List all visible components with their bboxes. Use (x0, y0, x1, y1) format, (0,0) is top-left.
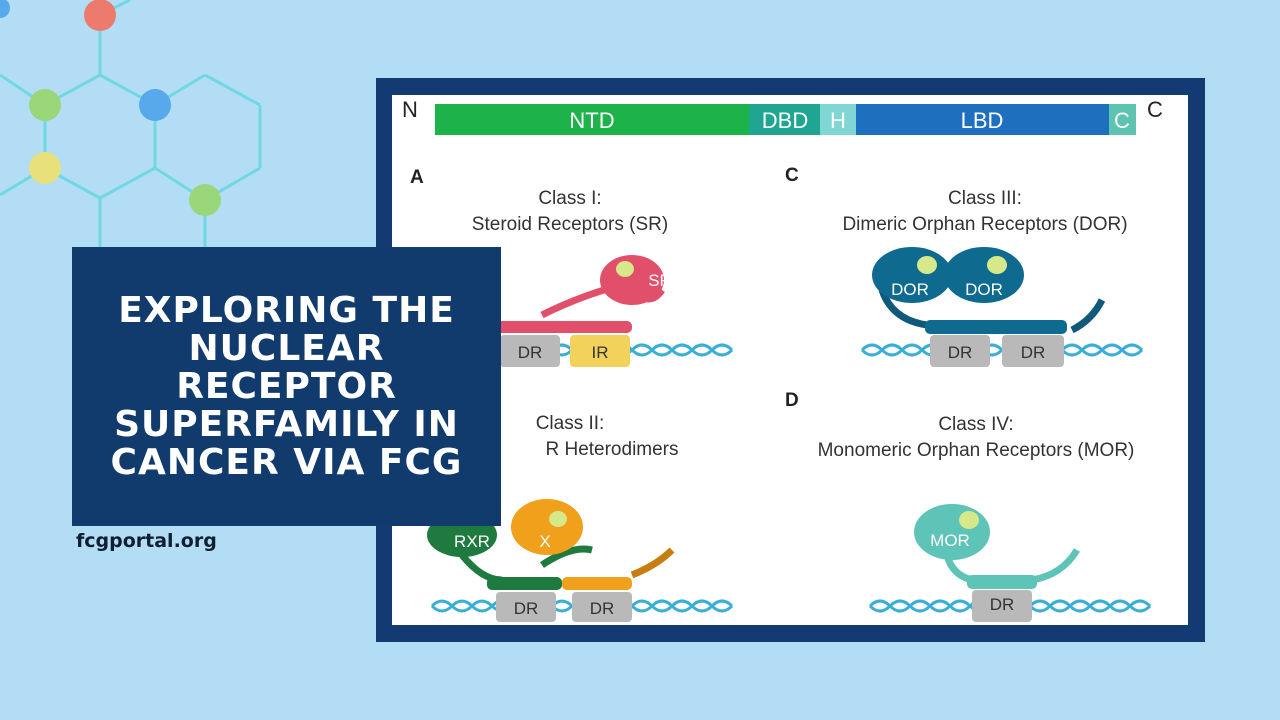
sr-label: SR (648, 271, 672, 290)
molecule-decoration (0, 0, 262, 255)
c-terminus-label: C (1147, 97, 1163, 122)
figure-canvas: N NTD DBD H LBD C C A Class I: Steroid R… (402, 97, 1163, 622)
dor-dbd (925, 320, 1067, 334)
ligand (959, 511, 979, 529)
class-1-label: Class I: (538, 188, 601, 209)
sr-dbd (492, 321, 632, 333)
ir-box (570, 335, 630, 367)
x-hinge (630, 547, 675, 579)
class-4-name: Monomeric Orphan Receptors (MOR) (818, 440, 1135, 461)
atom-red (84, 0, 116, 31)
dr-label: DR (590, 599, 615, 618)
dbd-segment (749, 104, 821, 135)
atom-yellow (29, 152, 61, 184)
dr-label: DR (990, 595, 1015, 614)
mor-dbd (967, 575, 1037, 589)
dr-label: DR (514, 599, 539, 618)
mor-hinge (1031, 548, 1081, 584)
dbd-label: DBD (762, 108, 808, 133)
panel-letter-a: A (410, 167, 424, 188)
sr-receptor (600, 255, 664, 305)
panel-class-3: C Class III: Dimeric Orphan Receptors (D… (785, 165, 1144, 367)
site-url: fcgportal.org (76, 530, 217, 552)
panel-class-4: D Class IV: Monomeric Orphan Receptors (… (785, 390, 1152, 622)
hinge-segment (820, 104, 856, 135)
mor-label: MOR (930, 531, 970, 550)
dr-box (972, 590, 1032, 622)
rxr-hinge (540, 545, 593, 568)
lbd-label: LBD (961, 108, 1004, 133)
dr-box (500, 335, 560, 367)
dr-label: DR (1021, 343, 1046, 362)
dr-box (1002, 335, 1064, 367)
dr-label: DR (518, 343, 543, 362)
atom-blue (0, 0, 10, 18)
rxr-dbd (487, 577, 562, 590)
panel-letter-d: D (785, 390, 799, 411)
ntd-segment (435, 104, 750, 135)
x-label: X (539, 532, 550, 551)
dr-box (496, 592, 556, 622)
c-segment-label: C (1114, 108, 1130, 133)
class-2-name: R Heterodimers (545, 439, 678, 460)
c-terminal-segment (1109, 104, 1136, 135)
ntd-label: NTD (569, 108, 614, 133)
atom-green (29, 89, 61, 121)
n-terminus-label: N (402, 97, 418, 122)
ir-label: IR (592, 343, 609, 362)
dr-box (930, 335, 990, 367)
ligand (549, 511, 567, 527)
atom-green (189, 184, 221, 216)
dor-label: DOR (965, 280, 1003, 299)
rxr-hinge (459, 552, 503, 584)
dr-box (572, 592, 632, 622)
nuclear-receptor-figure: N NTD DBD H LBD C C A Class I: Steroid R… (392, 95, 1188, 625)
domain-bar: N NTD DBD H LBD C C (402, 97, 1163, 135)
ligand (987, 256, 1007, 274)
class-2-label: Class II: (536, 413, 605, 434)
ligand (616, 261, 634, 277)
dr-label: DR (948, 343, 973, 362)
ligand (917, 256, 937, 274)
dor-hinge (1070, 298, 1106, 334)
panel-class-1: A Class I: Steroid Receptors (SR) SR DR … (410, 167, 734, 367)
x-receptor (511, 499, 583, 555)
x-dbd (562, 577, 632, 590)
class-3-name: Dimeric Orphan Receptors (DOR) (842, 214, 1127, 235)
dor-label: DOR (891, 280, 929, 299)
page-title: Exploring the Nuclear Receptor Superfami… (110, 289, 463, 483)
class-3-label: Class III: (948, 188, 1022, 209)
lbd-segment (856, 104, 1109, 135)
class-1-name: Steroid Receptors (SR) (472, 214, 668, 235)
rxr-label: RXR (454, 532, 490, 551)
hinge-label: H (830, 108, 846, 133)
molecule-bonds (0, 0, 262, 255)
panel-letter-c: C (785, 165, 799, 186)
atom-blue (139, 89, 171, 121)
class-4-label: Class IV: (938, 414, 1013, 435)
title-box: Exploring the Nuclear Receptor Superfami… (72, 247, 501, 526)
